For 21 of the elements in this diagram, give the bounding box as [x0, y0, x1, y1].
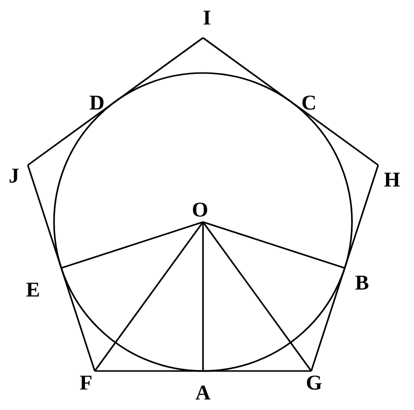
point-label: E: [26, 280, 40, 300]
line-segment: [27, 164, 96, 372]
line-segment: [202, 222, 312, 372]
line-segment: [94, 222, 204, 372]
point-label: H: [384, 170, 400, 190]
point-label: I: [202, 8, 212, 28]
line-segment: [94, 370, 312, 372]
line-segment: [61, 221, 204, 269]
point-label: O: [192, 200, 208, 220]
point-label: D: [89, 92, 105, 114]
point-label: G: [306, 372, 322, 394]
point-label: A: [195, 382, 211, 404]
line-segment: [202, 37, 379, 166]
line-segment: [310, 164, 379, 372]
point-label: B: [355, 272, 369, 294]
line-segment: [27, 37, 204, 166]
point-label: C: [301, 92, 317, 114]
line-segment: [202, 222, 204, 371]
point-label: F: [80, 372, 92, 394]
line-segment: [202, 221, 345, 269]
point-label: J: [8, 166, 20, 186]
